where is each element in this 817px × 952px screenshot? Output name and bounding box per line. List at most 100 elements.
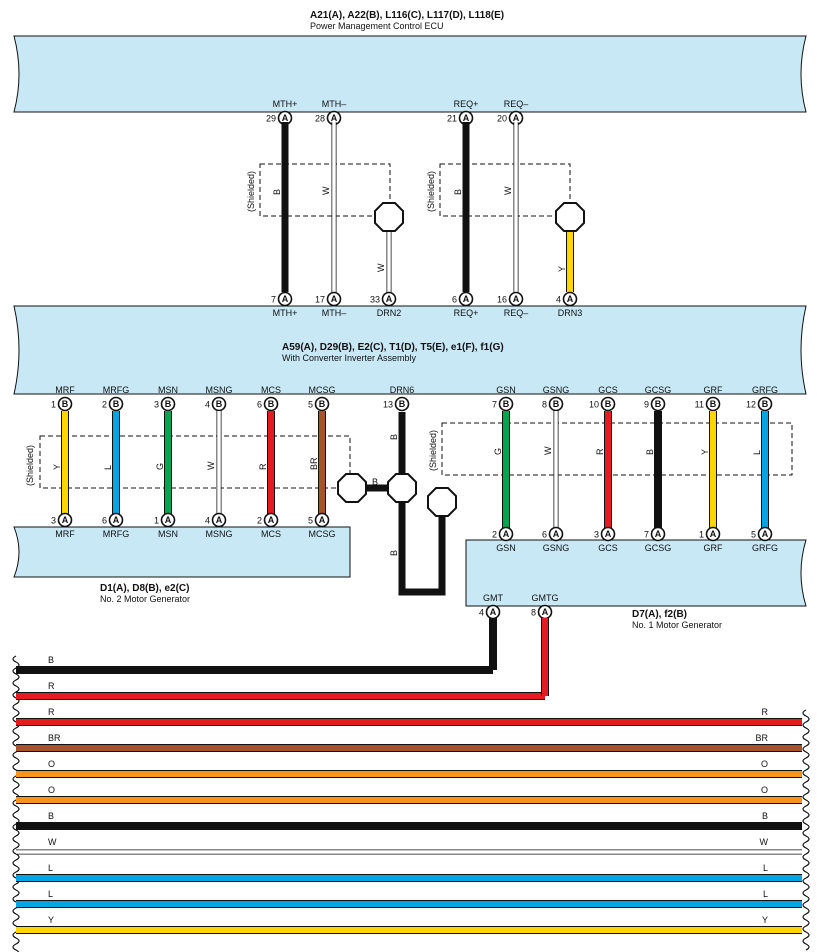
pin-circle — [57, 396, 73, 412]
harness-wire: B — [16, 655, 493, 674]
mg1-box — [465, 539, 807, 607]
pin-circle — [263, 396, 279, 412]
pin-number: 4 — [205, 400, 210, 410]
pin-connector: A — [542, 607, 549, 617]
pin-number: 12 — [746, 400, 756, 410]
pin-circle — [650, 396, 666, 412]
pin-number: 4 — [556, 295, 561, 305]
pin-number: 8 — [531, 608, 536, 618]
pin-number: 3 — [51, 516, 56, 526]
harness-wire: R — [16, 681, 545, 700]
pin-label: MSN — [158, 385, 178, 395]
harness-label-right: L — [763, 863, 768, 873]
pin-label: GSNG — [543, 385, 570, 395]
pin-label: REQ– — [504, 308, 529, 318]
pin-circle — [314, 512, 330, 528]
pin-number: 4 — [205, 516, 210, 526]
harness-label-right: O — [761, 759, 768, 769]
pin-label: MSNG — [206, 385, 233, 395]
pin-circle — [757, 526, 773, 542]
pin-circle — [263, 512, 279, 528]
pin-connector: A — [710, 529, 717, 539]
shield-box-mg1 — [441, 422, 793, 476]
pin-connector: B — [165, 399, 172, 409]
harness-label-left: R — [48, 681, 55, 691]
pin-label: GCSG — [645, 385, 672, 395]
pin-label: REQ+ — [454, 308, 479, 318]
ground-splice-mg2 — [337, 473, 367, 503]
pin-circle — [326, 291, 342, 307]
mg1-codes: D7(A), f2(B) — [632, 609, 687, 620]
pin-number: 1 — [51, 400, 56, 410]
pin-number: 6 — [257, 400, 262, 410]
pin-connector: A — [490, 607, 497, 617]
ground-splice-drn6 — [387, 473, 417, 503]
pin-circle — [458, 291, 474, 307]
pin-connector: A — [282, 113, 289, 123]
harness-label-right: R — [762, 707, 769, 717]
harness-label-left: W — [48, 837, 57, 847]
wire-color-label: W — [543, 446, 553, 455]
pin-label: MRFG — [103, 385, 130, 395]
shield-label-mg1: (Shielded) — [428, 430, 438, 471]
pin-connector: A — [216, 515, 223, 525]
pin-label: GCS — [598, 543, 618, 553]
pin-label: MTH– — [322, 308, 347, 318]
pin-label: MRF — [55, 529, 75, 539]
pin-number: 7 — [271, 295, 276, 305]
power-management-ecu: A21(A), A22(B), L116(C), L117(D), L118(E… — [13, 10, 807, 126]
pin-label: MTH+ — [273, 308, 298, 318]
ecu-top-box — [13, 35, 807, 113]
wire-color-drn2: W — [376, 263, 386, 272]
pin-number: 5 — [751, 530, 756, 540]
pin-connector: B — [503, 399, 510, 409]
harness-label-right: W — [760, 837, 769, 847]
pin-connector: B — [710, 399, 717, 409]
motor-generator-2: D1(A), D8(B), e2(C) No. 2 Motor Generato… — [13, 512, 351, 604]
pin-label: MCS — [261, 385, 281, 395]
ground-splice-drn3 — [555, 202, 585, 232]
pin-connector: A — [513, 113, 520, 123]
pin-number: 6 — [452, 295, 457, 305]
shield-box-req — [439, 163, 571, 217]
pin-label: MTH+ — [273, 99, 298, 109]
pin-circle — [600, 396, 616, 412]
harness-label-left: BR — [48, 733, 61, 743]
pin-circle — [160, 396, 176, 412]
pin-connector: A — [463, 113, 470, 123]
wire-color-drn6-lower: B — [389, 550, 399, 556]
pin-number: 2 — [492, 530, 497, 540]
pin-connector: A — [113, 515, 120, 525]
harness-label-left: Y — [48, 915, 54, 925]
pin-number: 11 — [695, 400, 704, 410]
pin-number: 6 — [542, 530, 547, 540]
pin-connector: A — [386, 294, 393, 304]
pin-number: 21 — [447, 114, 457, 124]
inverter-name: With Converter Inverter Assembly — [282, 353, 417, 363]
wire-color-req-neg: W — [503, 186, 513, 195]
pin-label: GRFG — [752, 385, 778, 395]
pin-connector: A — [605, 529, 612, 539]
pin-number: 6 — [102, 516, 107, 526]
harness-label-right: Y — [762, 915, 768, 925]
pin-circle — [57, 512, 73, 528]
pin-label: GCSG — [645, 543, 672, 553]
pin-connector: A — [655, 529, 662, 539]
